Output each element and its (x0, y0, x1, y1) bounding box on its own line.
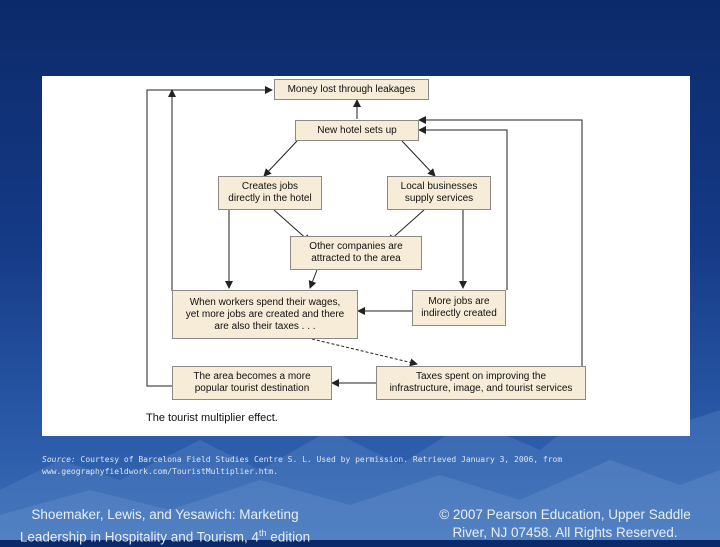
more-jobs-box: More jobs are indirectly created (412, 290, 506, 326)
other-companies-box: Other companies are attracted to the are… (290, 236, 422, 270)
multiplier-diagram: Money lost through leakages New hotel se… (42, 76, 690, 436)
source-note: Source: Courtesy of Barcelona Field Stud… (42, 454, 682, 478)
footer-left-line1: Shoemaker, Lewis, and Yesawich: Marketin… (31, 507, 299, 522)
arrow-more-jobs-to-new-hotel (418, 126, 508, 290)
arrow-workers-spend-to-taxes (311, 338, 418, 367)
money-lost-box: Money lost through leakages (274, 79, 429, 100)
creates-jobs-box: Creates jobs directly in the hotel (218, 176, 322, 210)
footer-book-citation: Shoemaker, Lewis, and Yesawich: Marketin… (0, 506, 330, 547)
diagram-caption: The tourist multiplier effect. (146, 412, 278, 424)
footer-left-line2: Leadership in Hospitality and Tourism, 4… (0, 524, 330, 547)
taxes-spent-box: Taxes spent on improving the infrastruct… (376, 366, 586, 400)
footer-left-line2-post: edition (266, 529, 311, 545)
source-label: Source: (42, 455, 76, 464)
tourist-destination-box: The area becomes a more popular tourist … (172, 366, 332, 400)
new-hotel-box: New hotel sets up (295, 120, 419, 141)
footer-right-line1: © 2007 Pearson Education, Upper Saddle (439, 507, 691, 522)
arrow-tourist-destination-to-money-lost (146, 86, 273, 387)
workers-spend-box: When workers spend their wages, yet more… (172, 290, 358, 339)
footer-left-line2-pre: Leadership in Hospitality and Tourism, 4 (19, 529, 260, 545)
local-businesses-box: Local businesses supply services (387, 176, 491, 210)
mountain-background (0, 400, 720, 540)
arrow-hotel-to-creates-jobs (263, 140, 298, 177)
diagram-arrows (146, 86, 583, 387)
footer-copyright: © 2007 Pearson Education, Upper Saddle R… (420, 506, 710, 542)
footer-right-line2: River, NJ 07458. All Rights Reserved. (452, 525, 678, 540)
arrow-hotel-to-local-businesses (401, 140, 436, 177)
source-text: Courtesy of Barcelona Field Studies Cent… (42, 455, 563, 476)
arrow-other-companies-to-workers-spend (308, 269, 318, 289)
arrow-taxes-to-new-hotel (418, 116, 583, 366)
footer-left-line2-sup: th (259, 528, 267, 538)
